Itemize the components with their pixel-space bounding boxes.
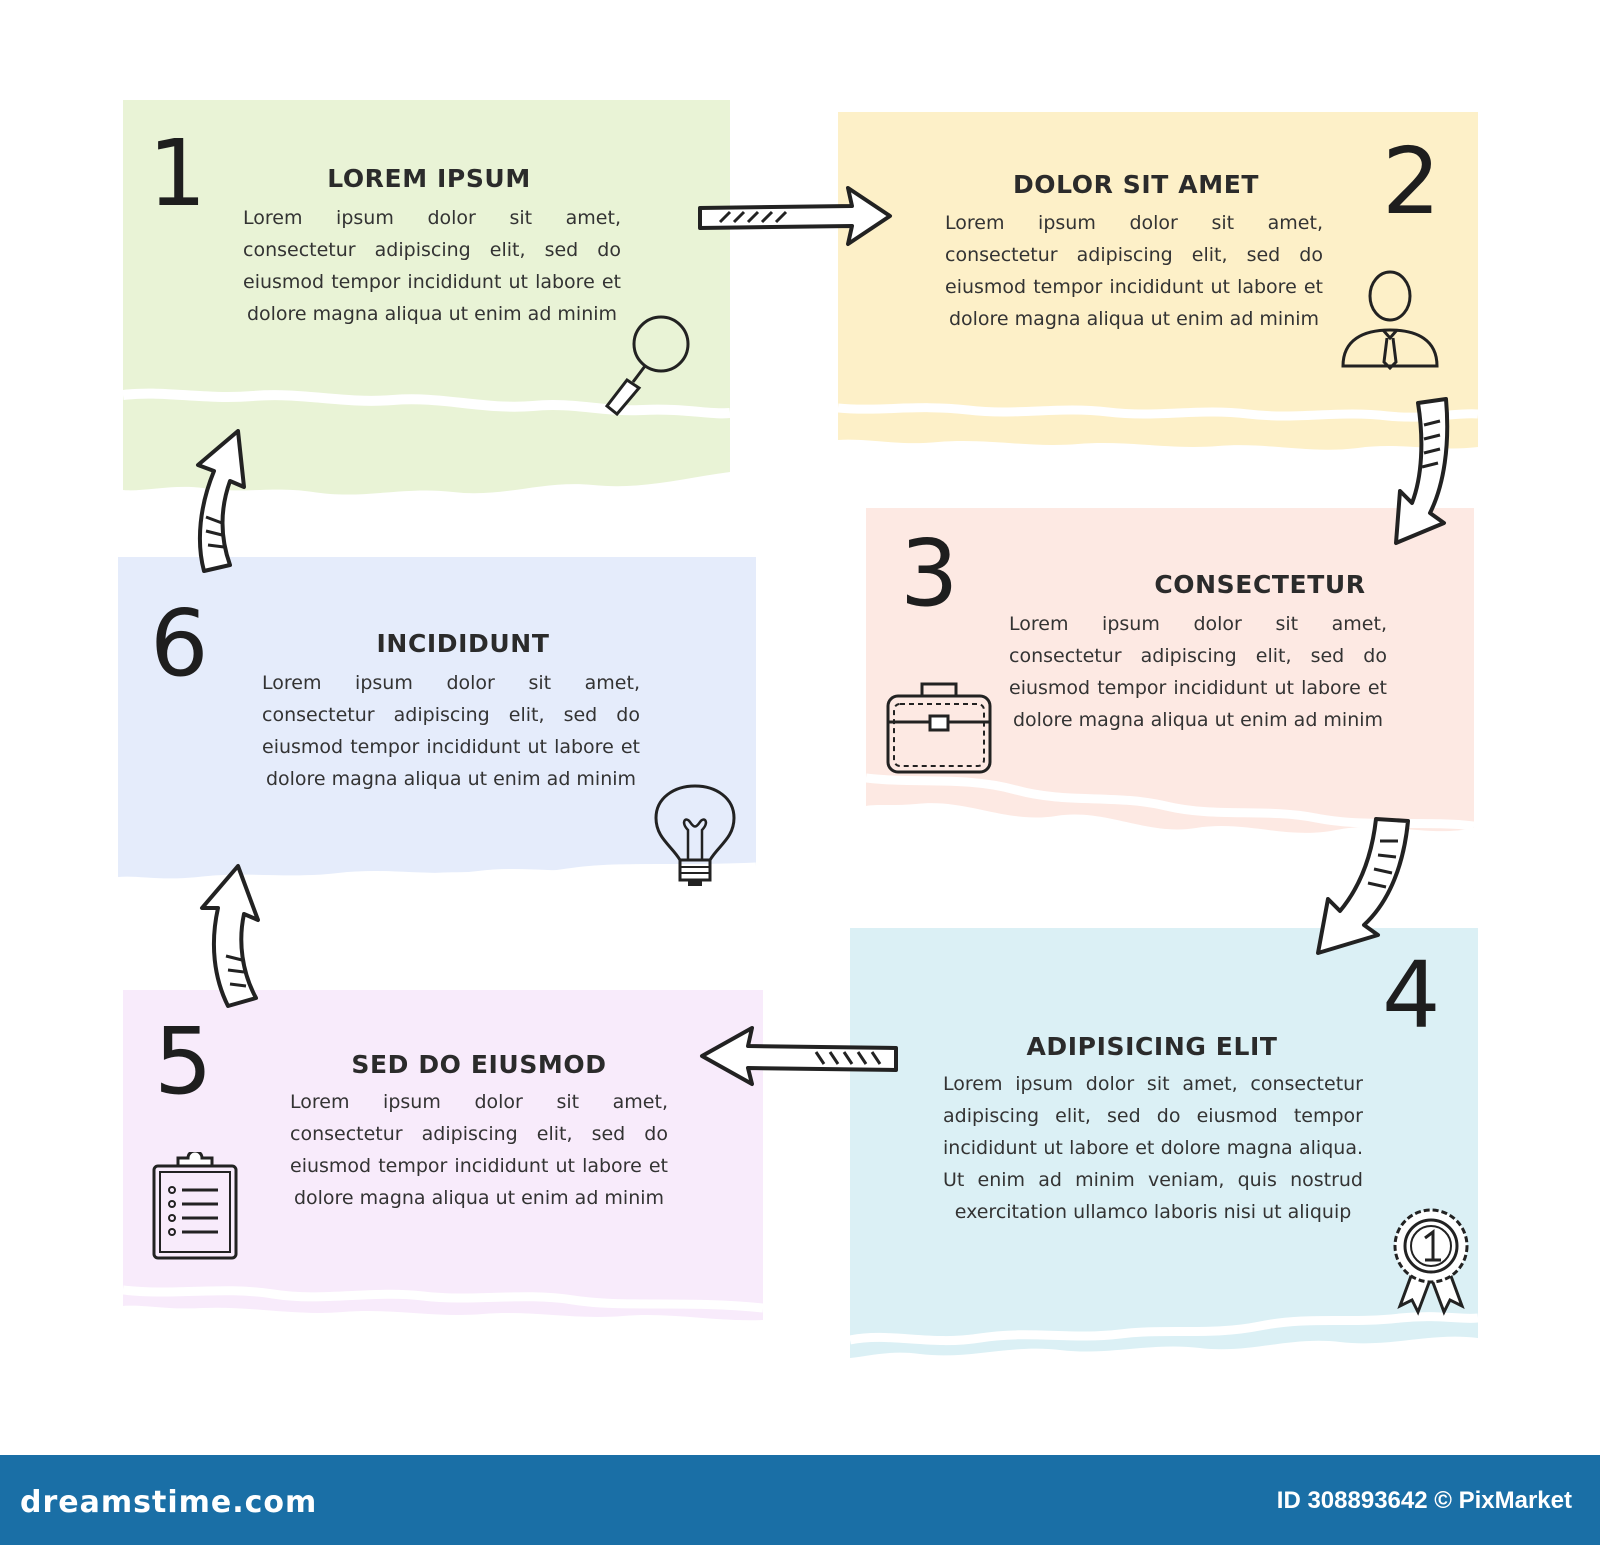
watermark-brand: dreamstime.com [20, 1485, 318, 1520]
arrow-down-left-icon [1316, 817, 1410, 955]
step-number-3: 3 [900, 520, 959, 627]
paper-background [838, 112, 1478, 450]
step-number-4: 4 [1382, 942, 1441, 1049]
footer-bar: dreamstime.com ID 308893642 © PixMarket [0, 1455, 1600, 1545]
arrow-right-icon [698, 186, 892, 246]
step-number-2: 2 [1382, 128, 1441, 235]
paper-background [866, 508, 1474, 833]
image-id-label: ID 308893642 © PixMarket [1276, 1487, 1572, 1514]
infographic: LOREM IPSUM Lorem ipsum dolor sit amet, … [118, 100, 1478, 1368]
step-body: Lorem ipsum dolor sit amet, consectetur … [243, 207, 621, 325]
step-body: Lorem ipsum dolor sit amet, consectetur … [943, 1073, 1363, 1223]
arrow-up-icon [200, 864, 260, 1008]
paper-background [850, 928, 1478, 1358]
step-card-3: CONSECTETUR Lorem ipsum dolor sit amet, … [866, 508, 1474, 860]
step-body: Lorem ipsum dolor sit amet, consectetur … [290, 1091, 668, 1209]
lightbulb-icon [654, 784, 736, 886]
step-card-1: LOREM IPSUM Lorem ipsum dolor sit amet, … [123, 100, 730, 510]
step-title: SED DO EIUSMOD [351, 1050, 607, 1079]
step-body: Lorem ipsum dolor sit amet, consectetur … [262, 672, 640, 790]
step-title: CONSECTETUR [1154, 570, 1366, 599]
step-card-4: ADIPISICING ELIT Lorem ipsum dolor sit a… [850, 928, 1478, 1368]
paper-background [123, 100, 730, 495]
step-body: Lorem ipsum dolor sit amet, consectetur … [1009, 613, 1387, 731]
step-number-1: 1 [148, 120, 207, 227]
arrow-up-icon [196, 429, 246, 573]
arrow-down-icon [1394, 397, 1450, 545]
businessman-icon [1341, 270, 1439, 371]
step-title: INCIDIDUNT [376, 629, 550, 658]
arrow-left-icon [700, 1026, 898, 1086]
clipboard-icon [152, 1152, 238, 1260]
magnifier-icon [604, 315, 690, 417]
paper-background [123, 990, 763, 1321]
step-title: DOLOR SIT AMET [1012, 170, 1260, 199]
step-card-2: DOLOR SIT AMET Lorem ipsum dolor sit ame… [838, 112, 1478, 472]
step-body: Lorem ipsum dolor sit amet, consectetur … [945, 212, 1323, 330]
step-title: ADIPISICING ELIT [1026, 1032, 1278, 1061]
award-medal-icon [1393, 1208, 1469, 1316]
step-number-5: 5 [154, 1008, 213, 1115]
step-title: LOREM IPSUM [327, 164, 531, 193]
step-number-6: 6 [150, 590, 209, 697]
briefcase-icon [886, 682, 992, 774]
step-card-5: SED DO EIUSMOD Lorem ipsum dolor sit ame… [123, 990, 763, 1348]
